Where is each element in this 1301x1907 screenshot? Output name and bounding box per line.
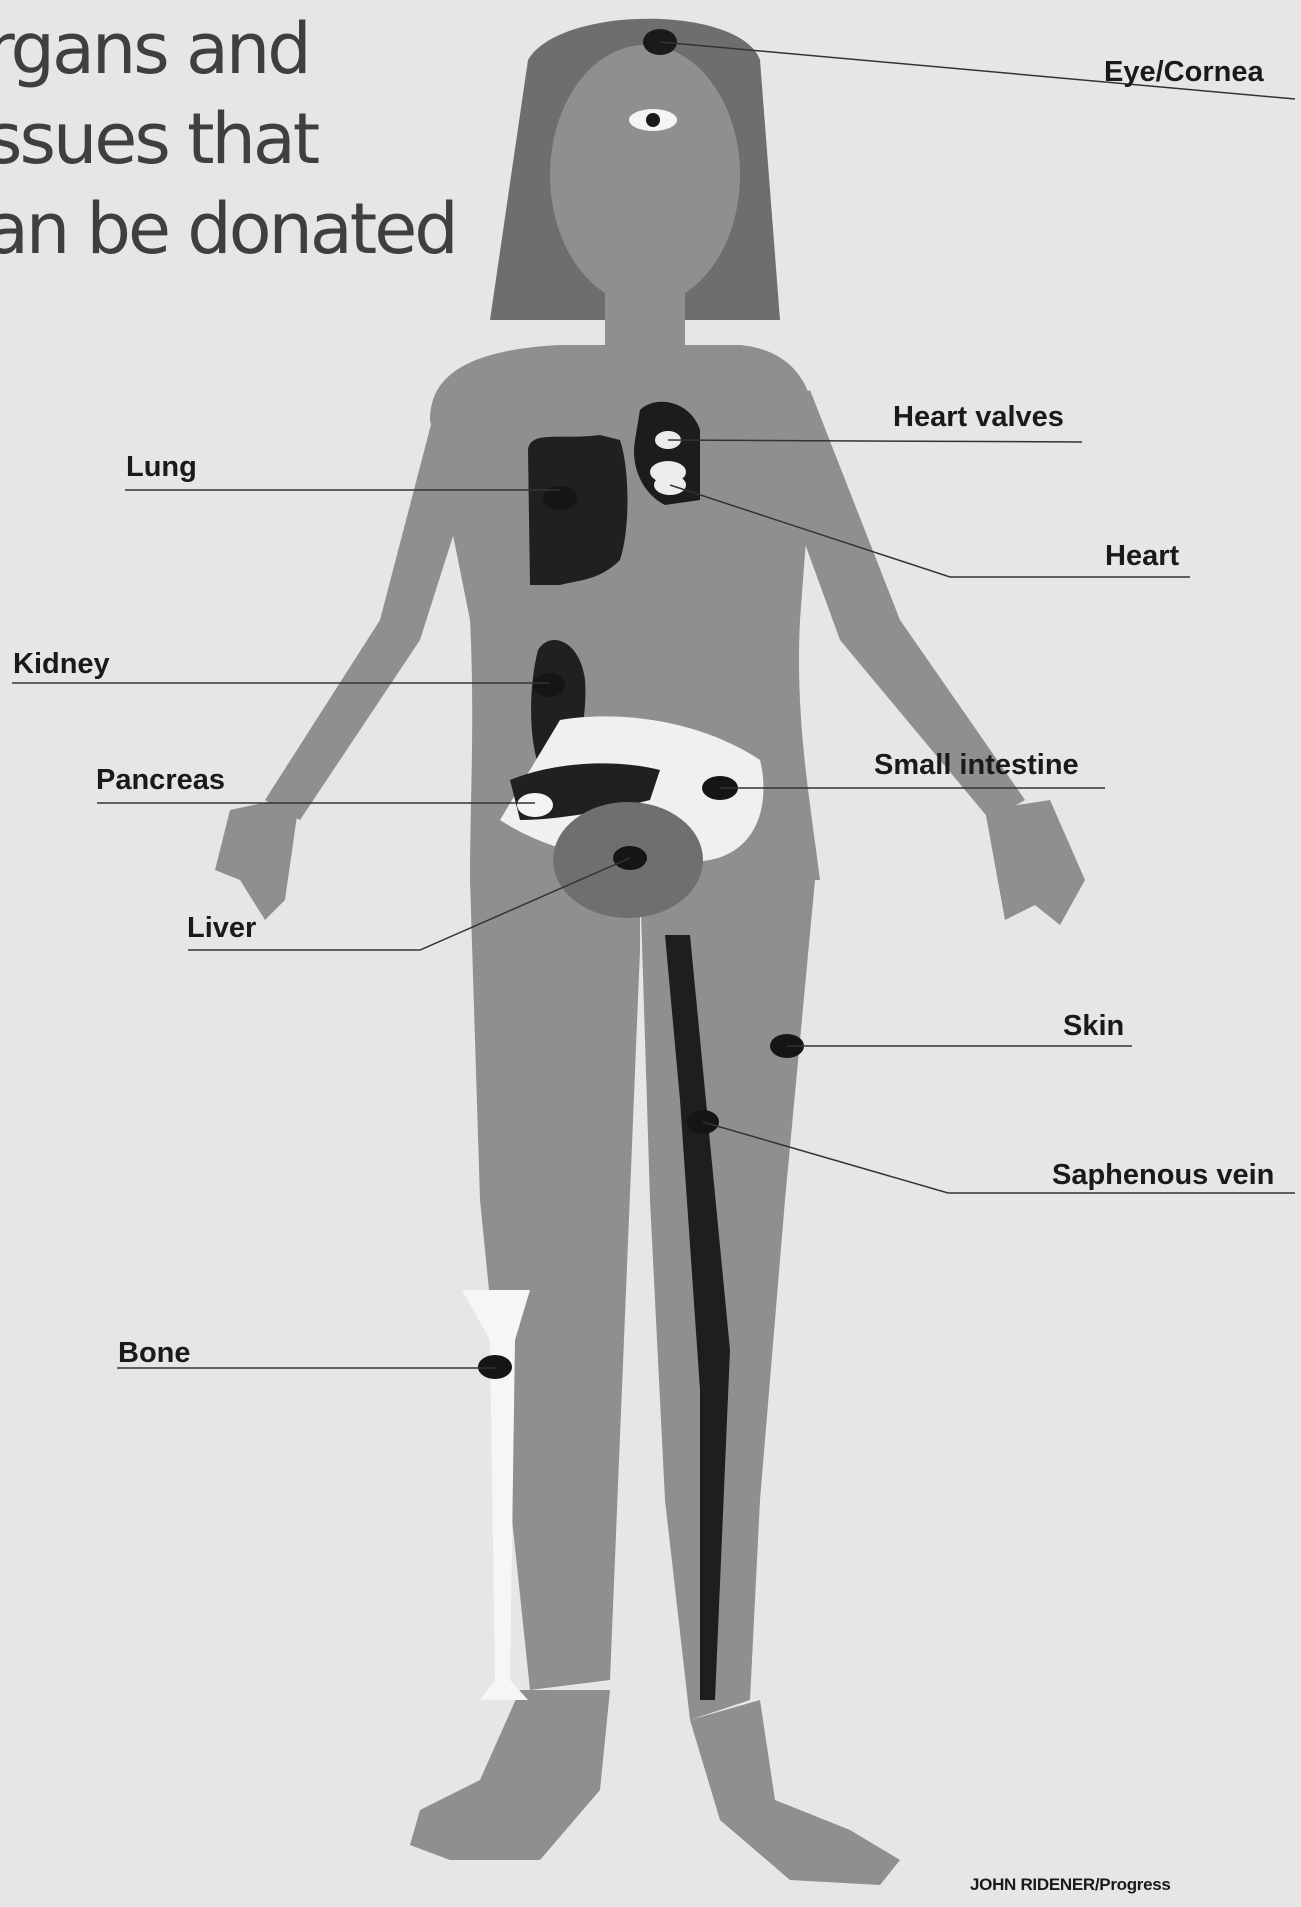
photo-credit: JOHN RIDENER/Progress [970,1875,1171,1895]
lung-shape [528,435,628,585]
kidney-marker [533,673,565,697]
pancreas-spot [517,793,553,817]
label-heart-valves: Heart valves [893,403,1064,432]
label-heart: Heart [1105,542,1179,571]
label-saphenous-vein: Saphenous vein [1052,1161,1274,1190]
label-lung: Lung [126,453,197,482]
label-eye-cornea: Eye/Cornea [1104,58,1264,87]
label-kidney: Kidney [13,650,110,679]
eye-pupil [646,113,660,127]
label-pancreas: Pancreas [96,766,225,795]
label-skin: Skin [1063,1012,1124,1041]
label-bone: Bone [118,1339,191,1368]
label-liver: Liver [187,914,256,943]
label-small-intestine: Small intestine [874,751,1079,780]
body-silhouette [215,45,1085,1885]
bone-marker [478,1355,512,1379]
